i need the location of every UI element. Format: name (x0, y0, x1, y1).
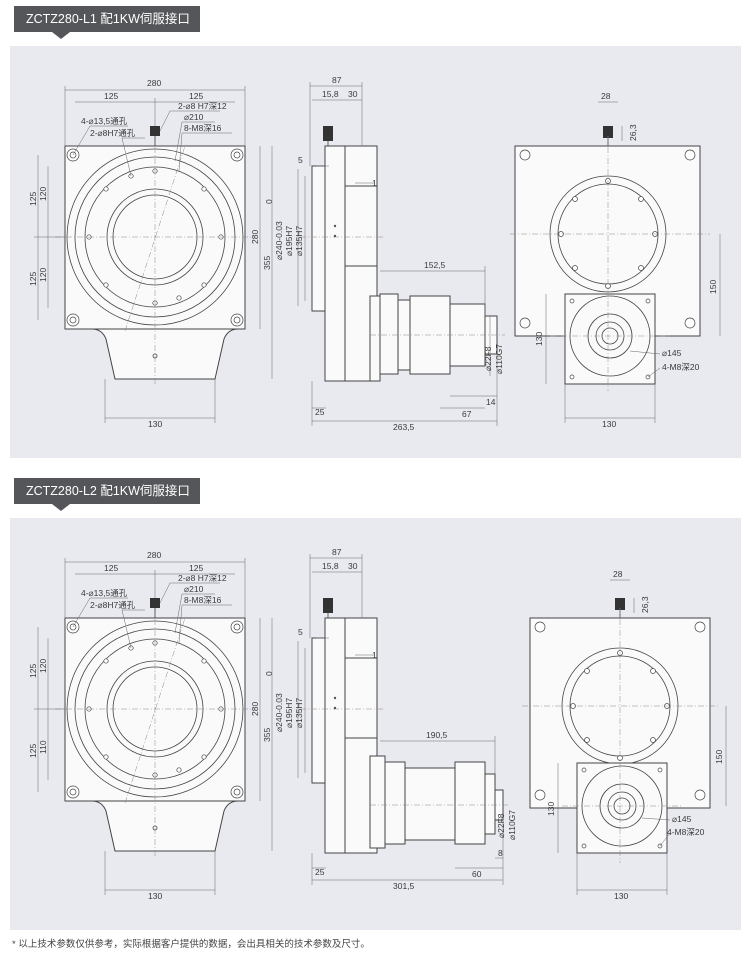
section-title-2: ZCTZ280-L2 配1KW伺服接口 (14, 478, 200, 511)
dim-side-25: 25 (315, 867, 325, 877)
dim-side-30: 30 (348, 561, 358, 571)
dim-side-30: 30 (348, 89, 358, 99)
label-pin-depth: 2-⌀8 H7深12 (178, 573, 227, 583)
front-view: 280 125 125 4-⌀13,5通孔 2-⌀8H7通孔 2-⌀8 H7深1… (28, 550, 273, 901)
rear-view: 28 26,3 150 130 ⌀145 4-M8深20 130 (510, 91, 721, 429)
side-view: 87 15,8 30 5 1 0 ⌀240-0.03 ⌀195H7 ⌀135H7… (264, 547, 517, 891)
dim-h125-top: 125 (28, 664, 38, 678)
dim-side-0: 0 (264, 671, 274, 676)
drawing-panel-1: 280 125 125 4-⌀13,5通孔 2-⌀8H7通孔 2-⌀8 H7深1… (10, 46, 741, 458)
label-diameter-210: ⌀210 (184, 584, 204, 594)
dim-h125-bottom: 125 (28, 744, 38, 758)
dim-motor-length: 152,5 (424, 260, 446, 270)
dim-width-125-right: 125 (189, 91, 203, 101)
dim-diameter-240: ⌀240-0.03 (274, 693, 284, 732)
dim-total-length: 301,5 (393, 881, 415, 891)
dim-rear-150: 150 (714, 750, 724, 764)
technical-drawing-2: 280 125 125 4-⌀13,5通孔 2-⌀8H7通孔 2-⌀8 H7深1… (28, 547, 727, 901)
dim-h120-top: 120 (38, 659, 48, 673)
dim-base-130: 130 (148, 419, 162, 429)
dim-diameter-195: ⌀195H7 (284, 226, 294, 256)
label-pin-holes: 2-⌀8H7通孔 (90, 128, 136, 138)
dim-rear-26-3: 26,3 (640, 596, 650, 613)
rear-view: 28 26,3 150 130 ⌀145 4-M8深20 130 (522, 569, 727, 901)
dim-rear-28: 28 (601, 91, 611, 101)
dim-h120-bottom: 120 (38, 268, 48, 282)
label-through-holes: 4-⌀13,5通孔 (81, 116, 128, 126)
dim-shaft-22: ⌀22F8 (483, 346, 493, 371)
dim-motor-length: 190,5 (426, 730, 448, 740)
dim-rear-130-v: 130 (534, 332, 544, 346)
dim-spigot-110: ⌀110G7 (494, 344, 504, 374)
dim-rear-130: 130 (614, 891, 628, 901)
label-m8-threads: 8-M8深16 (184, 595, 222, 605)
dim-side-8: 8 (498, 848, 503, 858)
dim-side-15-8: 15,8 (322, 89, 339, 99)
dim-side-5: 5 (298, 627, 303, 637)
dim-spigot-110: ⌀110G7 (507, 810, 517, 840)
label-pin-holes: 2-⌀8H7通孔 (90, 600, 136, 610)
section-title-1: ZCTZ280-L1 配1KW伺服接口 (14, 6, 200, 39)
dim-h110-bottom: 110 (38, 740, 48, 754)
dim-width-125-left: 125 (104, 91, 118, 101)
label-rear-m8: 4-M8深20 (667, 827, 705, 837)
dim-width-125-right: 125 (189, 563, 203, 573)
drawing-panel-2: 280 125 125 4-⌀13,5通孔 2-⌀8H7通孔 2-⌀8 H7深1… (10, 518, 741, 930)
dim-width-125-left: 125 (104, 563, 118, 573)
dim-rear-145: ⌀145 (662, 348, 682, 358)
dim-side-87: 87 (332, 75, 342, 85)
dim-h125-bottom: 125 (28, 272, 38, 286)
label-through-holes: 4-⌀13,5通孔 (81, 588, 128, 598)
dim-rear-150: 150 (708, 280, 718, 294)
dim-diameter-135: ⌀135H7 (294, 698, 304, 728)
dim-h120-top: 120 (38, 187, 48, 201)
footnote: * 以上技术参数仅供参考，实际根据客户提供的数据，会出具相关的技术参数及尺寸。 (12, 939, 370, 950)
label-diameter-210: ⌀210 (184, 112, 204, 122)
dim-height-280: 280 (250, 230, 260, 244)
dim-side-0: 0 (264, 199, 274, 204)
dim-base-130: 130 (148, 891, 162, 901)
dim-height-355: 355 (262, 728, 272, 742)
dim-side-15-8: 15,8 (322, 561, 339, 571)
dim-width-280: 280 (147, 78, 161, 88)
label-rear-m8: 4-M8深20 (662, 362, 700, 372)
dim-width-280: 280 (147, 550, 161, 560)
dim-diameter-240: ⌀240-0.03 (274, 221, 284, 260)
dim-rear-130-v: 130 (546, 802, 556, 816)
front-view: 280 125 125 4-⌀13,5通孔 2-⌀8H7通孔 2-⌀8 H7深1… (28, 78, 273, 429)
dim-h125-top: 125 (28, 192, 38, 206)
dim-rear-26-3: 26,3 (628, 124, 638, 141)
side-view: 87 15,8 30 5 1 0 ⌀240-0.03 ⌀195H7 ⌀135H7… (264, 75, 505, 432)
dim-side-5: 5 (298, 155, 303, 165)
dim-height-355: 355 (262, 256, 272, 270)
dim-rear-145: ⌀145 (672, 814, 692, 824)
dim-rear-28: 28 (613, 569, 623, 579)
dim-side-60: 60 (472, 869, 482, 879)
dim-height-280: 280 (250, 702, 260, 716)
dim-side-87: 87 (332, 547, 342, 557)
dim-shaft-22: ⌀22F8 (496, 813, 506, 838)
dim-side-1: 1 (372, 650, 377, 660)
dim-side-67: 67 (462, 409, 472, 419)
label-pin-depth: 2-⌀8 H7深12 (178, 101, 227, 111)
dim-diameter-135: ⌀135H7 (294, 226, 304, 256)
dim-diameter-195: ⌀195H7 (284, 698, 294, 728)
dim-rear-130: 130 (602, 419, 616, 429)
technical-drawing-1: 280 125 125 4-⌀13,5通孔 2-⌀8H7通孔 2-⌀8 H7深1… (28, 75, 721, 432)
label-m8-threads: 8-M8深16 (184, 123, 222, 133)
dim-total-length: 263,5 (393, 422, 415, 432)
dim-side-1: 1 (372, 178, 377, 188)
dim-side-25: 25 (315, 407, 325, 417)
dim-side-14: 14 (486, 397, 496, 407)
